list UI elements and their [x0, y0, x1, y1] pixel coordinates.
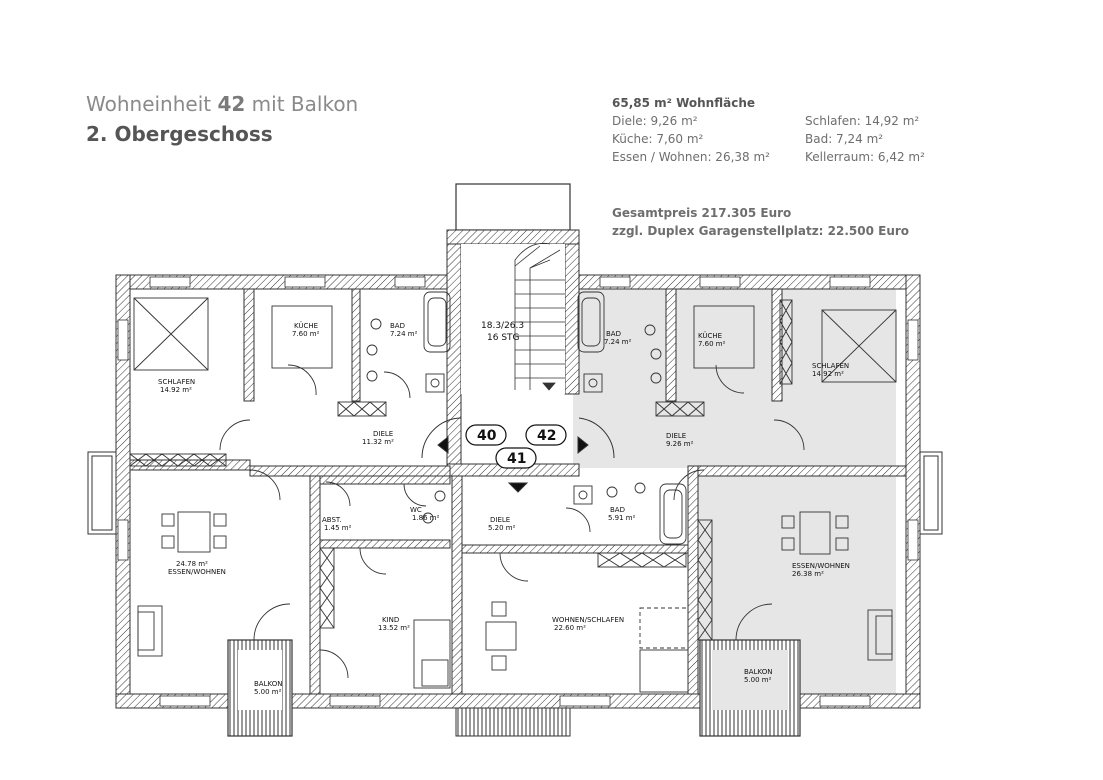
- room-area-bad: Bad: 7,24 m²: [805, 132, 884, 146]
- room-area: 1.86 m²: [412, 514, 440, 522]
- title-prefix: Wohneinheit: [86, 92, 212, 116]
- room-name: KIND: [382, 616, 399, 624]
- room-name: DIELE: [373, 430, 393, 438]
- room-area-kueche: Küche: 7,60 m²: [612, 132, 704, 146]
- area-summary-col1: 65,85 m² Wohnfläche Diele: 9,26 m² Küche…: [612, 94, 770, 166]
- stair-steps: 16 STG: [487, 333, 520, 343]
- staircase: [461, 242, 565, 394]
- room-area: 22.60 m²: [554, 624, 586, 632]
- room-area-schlafen: Schlafen: 14,92 m²: [805, 114, 920, 128]
- room-area: 9.26 m²: [666, 440, 694, 448]
- room-area: ESSEN/WOHNEN: [168, 568, 226, 576]
- unit-40-label: 40: [477, 428, 497, 444]
- total-price: Gesamtpreis 217.305 Euro: [612, 206, 792, 220]
- side-ledges: [87, 451, 943, 535]
- room-name: BALKON: [254, 680, 282, 688]
- room-area: 7.24 m²: [390, 330, 418, 338]
- room-name: SCHLAFEN: [158, 378, 195, 386]
- room-name: WOHNEN/SCHLAFEN: [552, 616, 624, 624]
- room-area: 7.60 m²: [698, 340, 726, 348]
- room-name: BAD: [606, 330, 621, 338]
- room-name: DIELE: [666, 432, 686, 440]
- room-name: KÜCHE: [294, 321, 318, 330]
- room-area: 5.20 m²: [488, 524, 516, 532]
- fixtures: [129, 291, 897, 693]
- unit-markers: 40 42 41: [465, 424, 567, 469]
- room-labels-right: BAD 7.24 m² KÜCHE 7.60 m² SCHLAFEN 14.92…: [604, 330, 850, 684]
- room-area: 13.52 m²: [378, 624, 410, 632]
- unit-title: Wohneinheit 42 mit Balkon: [86, 92, 358, 116]
- room-name: WC: [410, 506, 422, 514]
- room-area-keller: Kellerraum: 6,42 m²: [805, 150, 925, 164]
- room-name: BAD: [390, 322, 405, 330]
- price-info: Gesamtpreis 217.305 Euro zzgl. Duplex Ga…: [612, 204, 909, 240]
- unit-41-marker: [495, 447, 537, 469]
- room-area: 5.91 m²: [608, 514, 636, 522]
- room-name: SCHLAFEN: [812, 362, 849, 370]
- room-area: 5.00 m²: [744, 676, 772, 684]
- room-area-essen: Essen / Wohnen: 26,38 m²: [612, 150, 770, 164]
- room-name: 24.78 m²: [176, 560, 208, 568]
- landing: [421, 417, 615, 493]
- roof-structure: [455, 183, 571, 231]
- room-area: 14.92 m²: [160, 386, 192, 394]
- area-summary-col2: Schlafen: 14,92 m² Bad: 7,24 m² Kellerra…: [805, 112, 925, 166]
- floor-title: 2. Obergeschoss: [86, 122, 273, 146]
- bottom-bay: [455, 707, 571, 737]
- title-suffix: mit Balkon: [251, 92, 359, 116]
- stair-dimension: 18.3/26.3: [481, 321, 524, 331]
- room-name: BALKON: [744, 668, 772, 676]
- room-name: BAD: [610, 506, 625, 514]
- unit-42-marker: [525, 424, 567, 446]
- room-name: DIELE: [490, 516, 510, 524]
- room-area: 14.92 m²: [812, 370, 844, 378]
- room-name: KÜCHE: [698, 331, 722, 340]
- room-area-diele: Diele: 9,26 m²: [612, 114, 698, 128]
- room-area: 7.24 m²: [604, 338, 632, 346]
- room-area: 7.60 m²: [292, 330, 320, 338]
- unit-number: 42: [217, 92, 246, 116]
- total-area: 65,85 m² Wohnfläche: [612, 96, 755, 110]
- unit-40-marker: [465, 424, 507, 446]
- room-name: ESSEN/WOHNEN: [792, 562, 850, 570]
- garage-price: zzgl. Duplex Garagenstellplatz: 22.500 E…: [612, 224, 910, 238]
- unit-42-label: 42: [537, 428, 556, 444]
- room-labels-mid: DIELE 5.20 m² BAD 5.91 m² WOHNEN/SCHLAFE…: [488, 506, 636, 632]
- room-area: 11.32 m²: [362, 438, 394, 446]
- room-labels-left: SCHLAFEN 14.92 m² KÜCHE 7.60 m² BAD 7.24…: [158, 321, 440, 696]
- room-area: 26.38 m²: [792, 570, 824, 578]
- room-area: 5.00 m²: [254, 688, 282, 696]
- unit-41-label: 41: [507, 451, 526, 467]
- room-area: 1.45 m²: [324, 524, 352, 532]
- unit-42-highlight: [573, 288, 896, 700]
- room-name: ABST.: [322, 516, 342, 524]
- windows: [117, 276, 919, 707]
